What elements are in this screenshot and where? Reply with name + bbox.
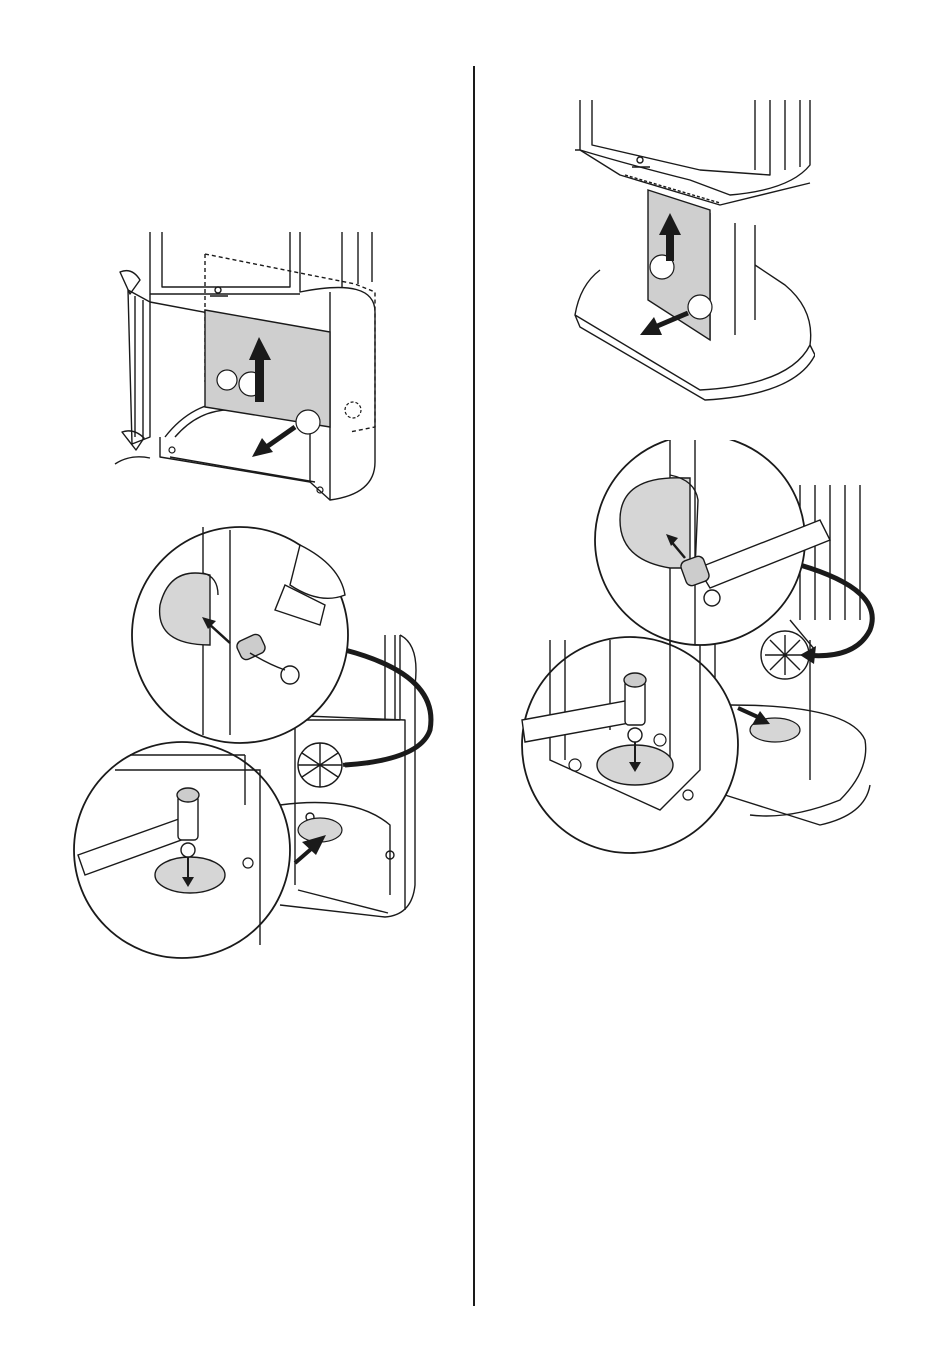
- curved-reference-arrow: [800, 565, 872, 656]
- magnifier-floor-knockout: [522, 637, 738, 853]
- pedestal-panel-illustration: [570, 95, 815, 405]
- pull-out-arrow: [252, 427, 295, 457]
- figure-stove-panel-removal: [110, 232, 385, 507]
- figure-knockout-removal: [70, 525, 440, 960]
- magnifier-side-knockout: [132, 527, 348, 743]
- figure-pedestal-knockout-removal: [520, 440, 880, 860]
- knockout-pointer-arrow: [738, 708, 770, 725]
- pedestal-knockout-illustration: [520, 440, 880, 860]
- stove-panel-illustration: [110, 232, 385, 507]
- figure-pedestal-panel-removal: [570, 95, 815, 405]
- column-divider: [473, 66, 475, 1306]
- magnifier-side-knockout: [595, 440, 830, 645]
- knockout-illustration: [70, 525, 440, 960]
- magnifier-floor-knockout: [74, 742, 290, 958]
- front-panel-shaded: [205, 310, 330, 427]
- curved-reference-arrow: [345, 650, 431, 765]
- pull-out-arrow: [640, 313, 688, 335]
